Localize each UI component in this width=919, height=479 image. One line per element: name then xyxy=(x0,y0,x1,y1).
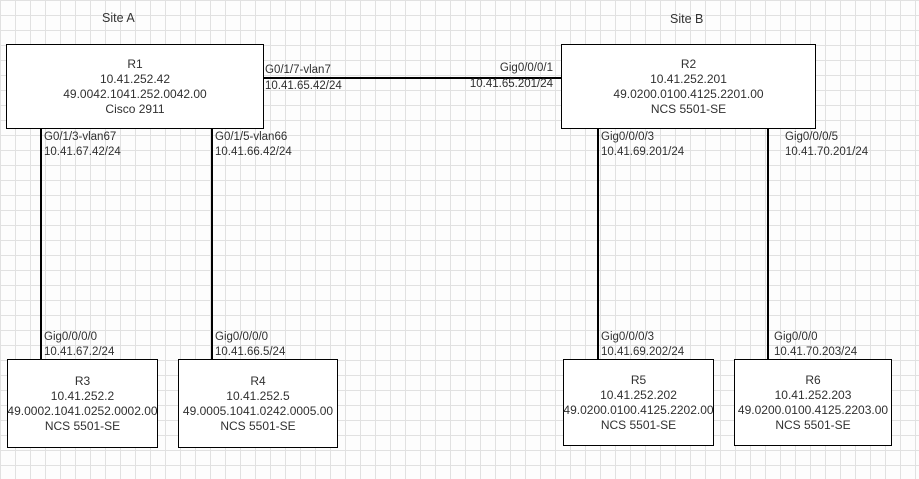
link-r2-r5-port-label-r5-side: Gig0/0/0/3 xyxy=(601,331,655,343)
link-r1-r4-ip-label-r1-side: 10.41.66.42/24 xyxy=(215,146,292,158)
link-r2-r5-ip-label-r2-side: 10.41.69.201/24 xyxy=(601,146,685,158)
link-line-r1-r3 xyxy=(40,127,42,359)
link-r2-r5-port-label-r2-side: Gig0/0/0/3 xyxy=(601,131,655,143)
link-r1-r2-ip-label-r2-side: 10.41.65.201/24 xyxy=(469,78,553,90)
router-r4-model: NCS 5501-SE xyxy=(220,418,296,433)
link-line-r1-r4 xyxy=(211,127,213,359)
link-line-r2-r5 xyxy=(597,127,599,359)
link-r1-r4-port-label-r1-side: G0/1/5-vlan66 xyxy=(215,131,288,143)
router-r4-name: R4 xyxy=(250,373,266,388)
router-r6-model: NCS 5501-SE xyxy=(775,417,851,432)
router-r3-name: R3 xyxy=(74,373,91,388)
link-r1-r4-ip-label-r4-side: 10.41.66.5/24 xyxy=(215,346,286,358)
link-r1-r4-port-label-r4-side: Gig0/0/0/0 xyxy=(215,331,269,343)
router-r1-iso: 49.0042.1041.252.0042.00 xyxy=(63,86,207,101)
link-r2-r6-ip-label-r6-side: 10.41.70.203/24 xyxy=(774,346,858,358)
link-r2-r6-port-label-r2-side: Gig0/0/0/5 xyxy=(785,131,839,143)
router-r6-box[interactable]: R6 10.41.252.203 49.0200.0100.4125.2203.… xyxy=(734,359,892,446)
link-line-r2-r6 xyxy=(767,127,769,359)
link-r1-r3-ip-label-r3-side: 10.41.67.2/24 xyxy=(44,346,115,358)
router-r5-iso: 49.0200.0100.4125.2202.00 xyxy=(563,402,714,417)
router-r6-name: R6 xyxy=(805,372,821,387)
router-r2-iso: 49.0200.0100.4125.2201.00 xyxy=(613,86,764,101)
router-r5-model: NCS 5501-SE xyxy=(600,417,677,432)
router-r3-ip: 10.41.252.2 xyxy=(50,388,115,403)
link-r2-r5-ip-label-r5-side: 10.41.69.202/24 xyxy=(601,346,685,358)
router-r1-box[interactable]: R1 10.41.252.42 49.0042.1041.252.0042.00… xyxy=(6,44,264,129)
link-r2-r6-port-label-r6-side: Gig0/0/0 xyxy=(774,331,818,343)
link-r1-r3-ip-label-r1-side: 10.41.67.42/24 xyxy=(44,146,121,158)
router-r1-model: Cisco 2911 xyxy=(105,101,165,116)
router-r1-ip: 10.41.252.42 xyxy=(99,71,171,86)
router-r5-ip: 10.41.252.202 xyxy=(600,387,677,402)
router-r6-iso: 49.0200.0100.4125.2203.00 xyxy=(737,402,889,417)
link-r1-r2-ip-label-r1-side: 10.41.65.42/24 xyxy=(265,80,342,92)
router-r2-box[interactable]: R2 10.41.252.201 49.0200.0100.4125.2201.… xyxy=(561,44,816,129)
router-r4-iso: 49.0005.1041.0242.0005.00 xyxy=(182,403,334,418)
router-r5-name: R5 xyxy=(630,372,647,387)
router-r2-name: R2 xyxy=(680,56,697,71)
link-r1-r2-port-label-r1-side: G0/1/7-vlan7 xyxy=(265,64,331,76)
router-r3-iso: 49.0002.1041.0252.0002.00 xyxy=(7,403,158,418)
router-r4-ip: 10.41.252.5 xyxy=(226,388,290,403)
site-a-label: Site A xyxy=(102,11,135,25)
link-r2-r6-ip-label-r2-side: 10.41.70.201/24 xyxy=(785,146,869,158)
link-r1-r3-port-label-r3-side: Gig0/0/0/0 xyxy=(44,331,98,343)
router-r5-box[interactable]: R5 10.41.252.202 49.0200.0100.4125.2202.… xyxy=(563,359,714,446)
router-r6-ip: 10.41.252.203 xyxy=(774,387,852,402)
link-line-r1-r2 xyxy=(262,77,561,79)
router-r3-box[interactable]: R3 10.41.252.2 49.0002.1041.0252.0002.00… xyxy=(7,359,158,448)
link-r1-r3-port-label-r1-side: G0/1/3-vlan67 xyxy=(44,131,117,143)
router-r4-box[interactable]: R4 10.41.252.5 49.0005.1041.0242.0005.00… xyxy=(178,359,338,448)
router-r2-ip: 10.41.252.201 xyxy=(650,71,727,86)
router-r3-model: NCS 5501-SE xyxy=(44,418,121,433)
link-r1-r2-port-label-r2-side: Gig0/0/0/1 xyxy=(499,62,553,74)
router-r1-name: R1 xyxy=(127,56,143,71)
site-b-label: Site B xyxy=(670,12,704,26)
router-r2-model: NCS 5501-SE xyxy=(650,101,727,116)
